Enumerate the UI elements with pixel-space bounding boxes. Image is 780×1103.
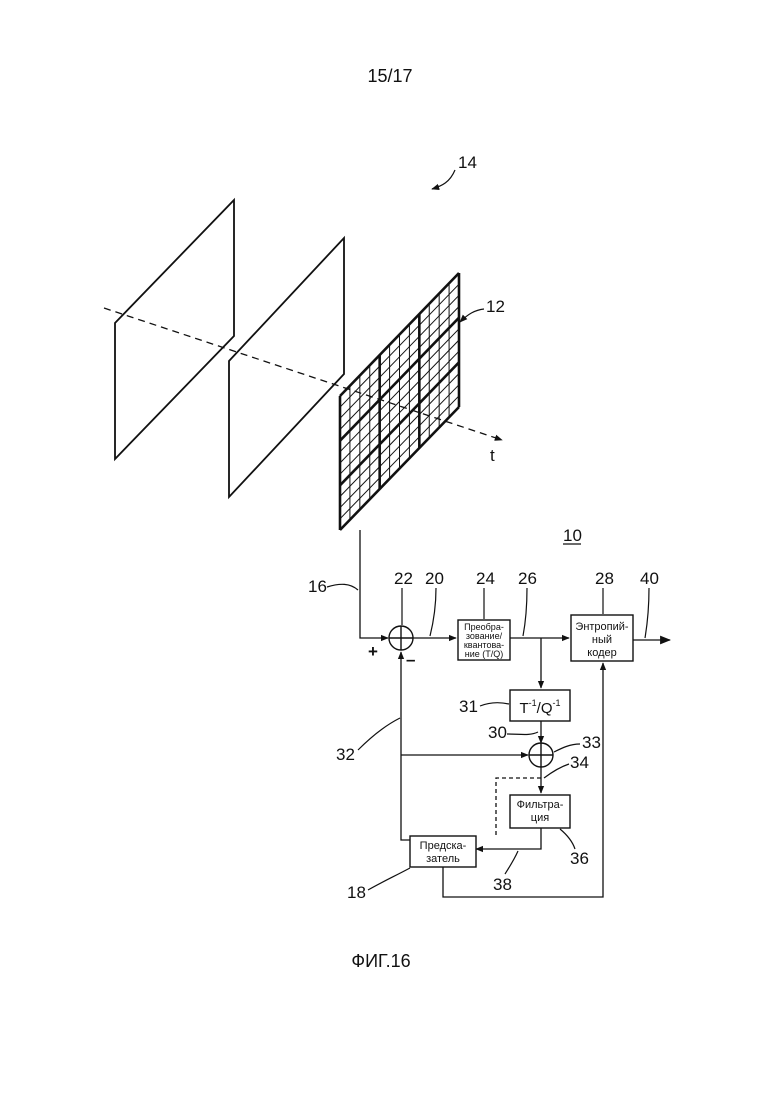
ref-label-20: 20 [425, 569, 444, 588]
ref-label-33: 33 [582, 733, 601, 752]
filter-line1: Фильтра- [517, 799, 564, 811]
filtered-signal-line [476, 828, 541, 849]
ref-label-22: 22 [394, 569, 413, 588]
picture-block-grid [340, 273, 459, 530]
ref-label-10: 10 [563, 526, 582, 545]
ref-label-40: 40 [640, 569, 659, 588]
entropy-line2: ный [592, 634, 612, 646]
inverse-slash: /Q [537, 700, 553, 717]
pointer-38 [505, 851, 518, 874]
ref-label-16: 16 [308, 577, 327, 596]
video-frame-1 [115, 200, 234, 459]
transform-line4: ние (T/Q) [465, 649, 504, 659]
pointer-16 [327, 584, 358, 590]
video-frame-2 [229, 238, 344, 497]
ref-label-34: 34 [570, 753, 589, 772]
time-axis-label: t [490, 446, 495, 465]
pointer-30 [507, 732, 538, 735]
pointer-20 [430, 588, 436, 636]
ref-label-32: 32 [336, 745, 355, 764]
pointer-34 [544, 764, 569, 778]
ref-label-38: 38 [493, 875, 512, 894]
pointer-40 [645, 588, 649, 638]
ref-label-12: 12 [486, 297, 505, 316]
ref-label-18: 18 [347, 883, 366, 902]
inverse-base1: T [519, 700, 528, 717]
pointer-36 [560, 829, 575, 849]
ref-label-36: 36 [570, 849, 589, 868]
pointer-12 [460, 309, 484, 322]
figure-caption: ФИГ.16 [351, 951, 410, 971]
ref-label-24: 24 [476, 569, 495, 588]
pointer-26 [523, 588, 527, 636]
ref-label-26: 26 [518, 569, 537, 588]
minus-sign: – [406, 650, 415, 669]
ref-label-30: 30 [488, 723, 507, 742]
predictor-line2: затель [426, 853, 460, 865]
entropy-line1: Энтропий- [575, 621, 629, 633]
ref-label-31: 31 [459, 697, 478, 716]
input-signal-line [360, 530, 388, 638]
pointer-32 [358, 718, 400, 750]
pointer-14 [432, 170, 455, 189]
entropy-line3: кодер [587, 647, 616, 659]
ref-label-14: 14 [458, 153, 477, 172]
filter-line2: ция [531, 812, 549, 824]
pointer-18 [368, 868, 410, 890]
ref-label-28: 28 [595, 569, 614, 588]
pointer-31 [480, 703, 509, 706]
prediction-feedback-line [401, 652, 410, 840]
inverse-sup1: -1 [529, 698, 537, 708]
predictor-line1: Предска- [420, 840, 467, 852]
plus-sign: + [368, 642, 378, 661]
pointer-33 [554, 744, 580, 752]
inverse-sup2: -1 [553, 698, 561, 708]
time-axis-line [104, 308, 502, 440]
page-number: 15/17 [367, 66, 412, 86]
